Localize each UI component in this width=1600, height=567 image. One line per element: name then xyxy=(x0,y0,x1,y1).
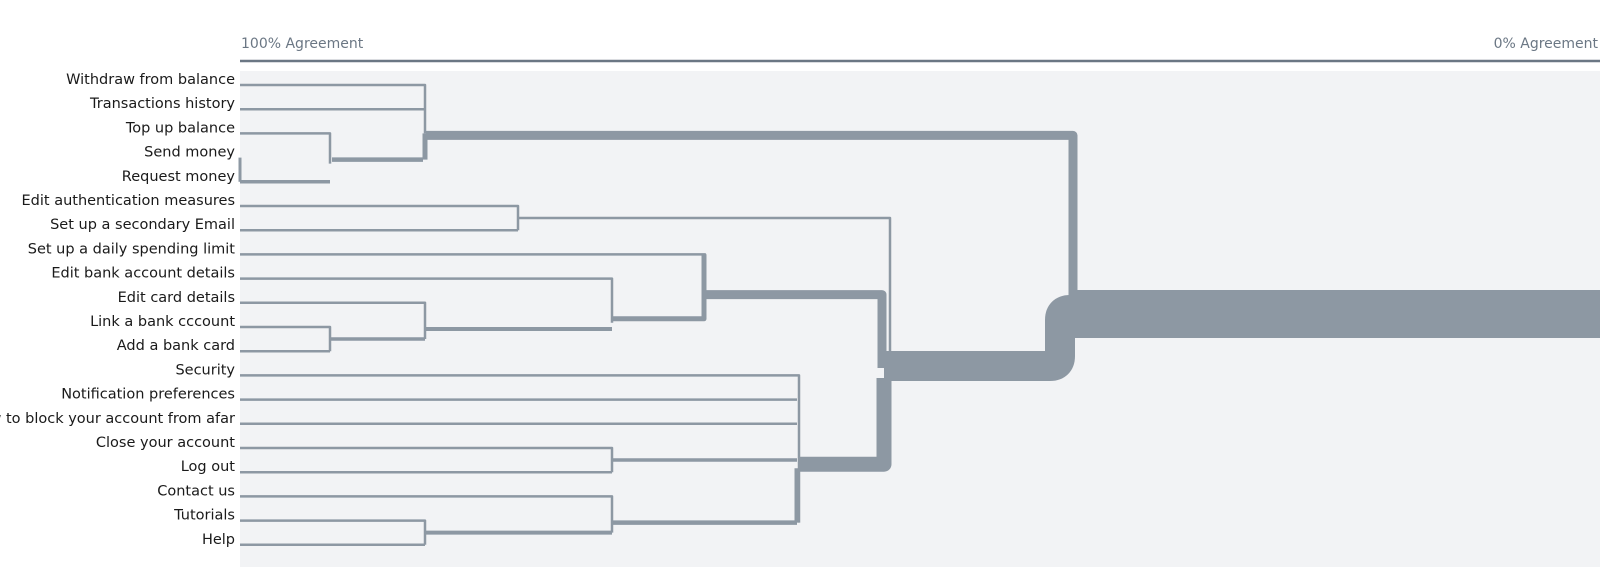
leaf-label: Add a bank card xyxy=(117,338,235,354)
dendrogram-link xyxy=(240,253,707,299)
leaf-label: Top up balance xyxy=(125,120,235,136)
leaf-label: Tutorials xyxy=(173,508,235,524)
dendrogram-link xyxy=(518,216,892,370)
leaf-label: Help xyxy=(202,532,235,548)
leaf-label: Edit card details xyxy=(118,290,235,306)
leaf-label: Send money xyxy=(144,145,235,161)
leaf-label: Log out xyxy=(181,459,236,475)
dendrogram-root-link xyxy=(1072,290,1600,338)
leaf-label: Link a bank cccount xyxy=(90,314,235,330)
dendrogram-links xyxy=(238,83,1600,547)
leaf-label: Set up a daily spending limit xyxy=(28,241,236,257)
axis-label-left: 100% Agreement xyxy=(241,36,364,52)
dendrogram-link xyxy=(240,132,332,164)
leaf-label: Notification preferences xyxy=(61,387,235,403)
leaf-label: How to block your account from afar xyxy=(0,411,235,427)
dendrogram-link xyxy=(884,295,1085,381)
dendrogram-link xyxy=(705,290,887,368)
dendrogram-link xyxy=(240,204,520,231)
dendrogram-link xyxy=(240,519,427,545)
leaf-label: Contact us xyxy=(157,483,235,499)
leaf-label: Withdraw from balance xyxy=(66,72,235,88)
dendrogram-link xyxy=(240,83,427,134)
leaf-label: Set up a secondary Email xyxy=(50,217,235,233)
dendrogram-link xyxy=(240,301,427,339)
axis-label-right: 0% Agreement xyxy=(1494,36,1599,52)
dendrogram-link xyxy=(798,378,892,472)
leaf-label: Close your account xyxy=(96,435,235,451)
leaf-label: Edit bank account details xyxy=(51,266,235,282)
dendrogram-link xyxy=(240,446,614,473)
dendrogram-link xyxy=(426,130,1078,300)
leaf-label: Request money xyxy=(122,169,236,185)
leaf-label: Security xyxy=(175,362,235,378)
leaf-label: Transactions history xyxy=(89,96,235,112)
leaf-label: Edit authentication measures xyxy=(22,193,236,209)
dendrogram-link xyxy=(240,277,614,323)
dendrogram-link xyxy=(240,325,332,352)
